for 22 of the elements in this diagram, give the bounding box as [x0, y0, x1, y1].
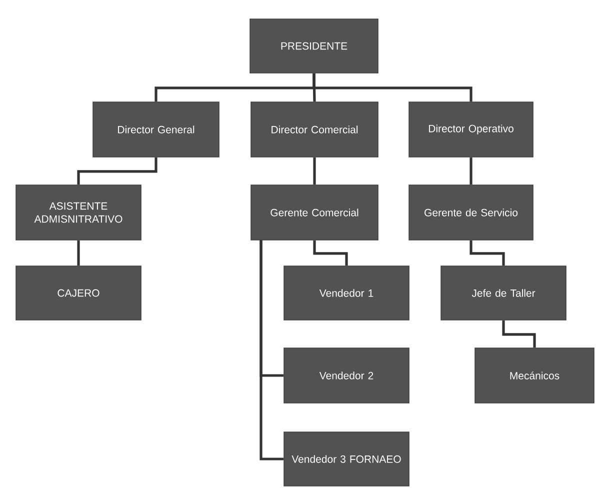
connector-line [470, 240, 505, 266]
org-box: Mecánicos [474, 348, 594, 404]
org-box: Director General [92, 102, 220, 158]
org-box: Director Comercial [250, 102, 378, 158]
org-box: Director Operativo [408, 102, 534, 158]
connector-line [313, 240, 348, 266]
connector-line [260, 240, 284, 460]
org-box: Vendedor 1 [284, 266, 410, 320]
org-box: Gerente Comercial [250, 184, 378, 240]
connector-line [313, 157, 316, 185]
org-box: Vendedor 2 [284, 348, 410, 404]
org-box: Gerente de Servicio [408, 184, 534, 240]
org-box: Vendedor 3 FORNAEO [284, 432, 410, 486]
connector-line [502, 320, 536, 348]
connector-line [77, 240, 80, 266]
connector-line [312, 73, 472, 102]
connector-line [77, 157, 158, 185]
connector-line [470, 157, 472, 185]
org-box: CAJERO [16, 266, 142, 320]
org-box: PRESIDENTE [250, 18, 378, 74]
org-box: Jefe de Taller [440, 266, 566, 320]
org-box: ASISTENTE ADMISNITRATIVO [16, 184, 142, 240]
